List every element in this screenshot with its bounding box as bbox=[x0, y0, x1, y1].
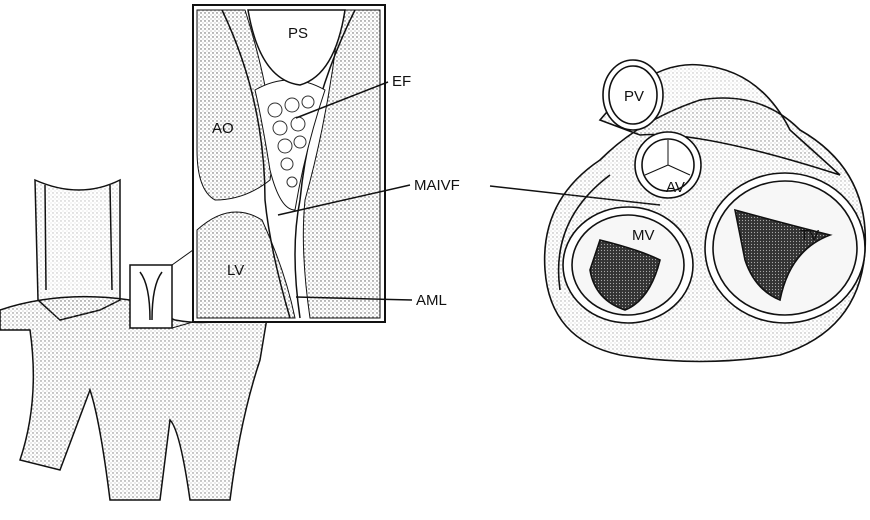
label-tv: TV bbox=[800, 227, 819, 244]
inset-magnified-view bbox=[192, 4, 386, 323]
label-mv: MV bbox=[632, 227, 655, 244]
valve-plane-view bbox=[543, 59, 867, 363]
label-pv: PV bbox=[624, 88, 644, 105]
label-lv: LV bbox=[227, 262, 244, 279]
label-ef: EF bbox=[392, 73, 411, 90]
label-ao: AO bbox=[212, 120, 234, 137]
label-ps: PS bbox=[288, 25, 308, 42]
label-av: AV bbox=[666, 179, 685, 196]
label-maivf: MAIVF bbox=[414, 177, 460, 194]
heart-section-left bbox=[0, 178, 272, 501]
label-aml: AML bbox=[416, 292, 447, 309]
